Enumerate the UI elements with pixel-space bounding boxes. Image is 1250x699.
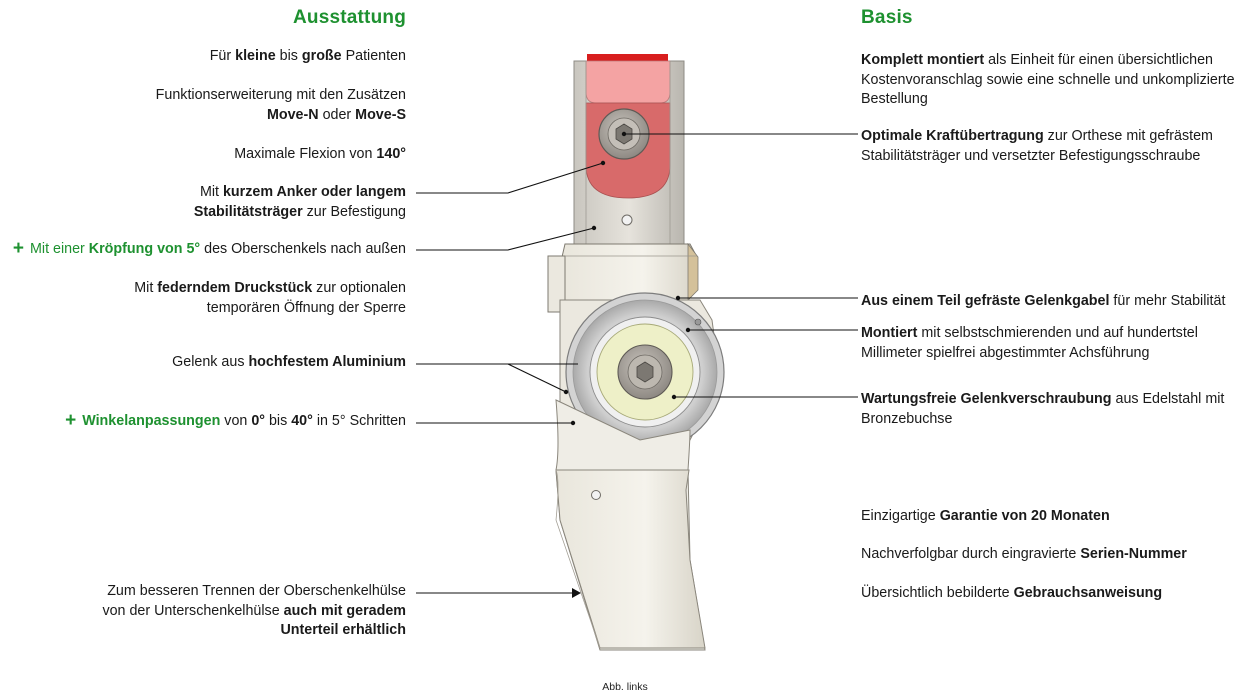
annotation-text: Einzigartige	[861, 508, 940, 524]
annotation-text: bis	[275, 48, 302, 64]
left-annotation: Gelenk aus hochfestem Aluminium	[0, 353, 406, 373]
annotation-text: mit selbstschmierenden und auf hundertst…	[917, 325, 1198, 341]
annotation-emphasis: große	[301, 48, 342, 64]
annotation-text: in 5° Schritten	[312, 413, 406, 429]
annotation-text: Mit einer	[30, 241, 89, 257]
left-annotation: Funktionserweiterung mit den Zusätzen Mo…	[0, 86, 406, 125]
annotation-emphasis: Kröpfung von 5°	[88, 241, 201, 257]
annotation-emphasis: hochfestem Aluminium	[248, 354, 406, 370]
right-annotation: Übersichtlich bebilderte Gebrauchsanweis…	[861, 584, 1241, 604]
annotation-text: als Einheit für einen übersichtlichen	[984, 52, 1213, 68]
annotation-text: Funktionserweiterung mit den Zusätzen	[155, 87, 406, 103]
right-annotation: Nachverfolgbar durch eingravierte Serien…	[861, 545, 1241, 565]
heading-basis: Basis	[861, 7, 913, 28]
hole-icon	[591, 490, 601, 500]
annotation-text: Patienten	[341, 48, 406, 64]
annotation-text: von der Unterschenkelhülse	[102, 602, 284, 619]
red-top-cap	[587, 54, 668, 62]
right-annotation: Aus einem Teil gefräste Gelenkgabel für …	[861, 292, 1241, 312]
left-annotation: Maximale Flexion von 140°	[0, 145, 406, 165]
right-annotation: Optimale Kraftübertragung zur Orthese mi…	[861, 127, 1241, 166]
annotation-text: Millimeter spielfrei abgestimmter Achsfü…	[861, 344, 1150, 361]
annotation-text: Nachverfolgbar durch eingravierte	[861, 546, 1081, 562]
right-annotation: Wartungsfreie Gelenkverschraubung aus Ed…	[861, 390, 1241, 429]
leader-lines	[416, 133, 858, 594]
annotation-emphasis: Aus einem Teil gefräste Gelenkgabel	[861, 293, 1110, 309]
annotation-text: temporären Öffnung der Sperre	[206, 299, 406, 316]
hole-icon	[621, 214, 633, 226]
annotation-text: Für	[209, 48, 236, 64]
annotation-emphasis: Move-S	[355, 106, 406, 123]
left-annotation: + Winkelanpassungen von 0° bis 40° in 5° …	[0, 410, 406, 432]
plus-icon: +	[65, 410, 77, 431]
annotation-emphasis: 140°	[376, 146, 406, 162]
figure-caption: Abb. links	[602, 681, 648, 693]
annotation-text: Bronzebuchse	[861, 410, 953, 427]
annotation-emphasis: kurzem Anker oder langem	[222, 184, 406, 200]
right-annotation: Einzigartige Garantie von 20 Monaten	[861, 507, 1241, 527]
spring-plunger	[694, 318, 702, 326]
annotation-text: Maximale Flexion von	[234, 146, 377, 162]
annotation-emphasis: federndem Druckstück	[157, 280, 313, 296]
annotation-emphasis: auch mit geradem	[283, 602, 406, 619]
heading-ausstattung: Ausstattung	[292, 7, 406, 28]
right-annotation: Komplett montiert als Einheit für einen …	[861, 51, 1241, 110]
joint-fork	[547, 242, 699, 313]
leader-dots	[563, 131, 691, 598]
left-annotation: Für kleine bis große Patienten	[0, 47, 406, 67]
annotation-emphasis: Unterteil erhältlich	[280, 622, 406, 638]
annotation-text: aus Edelstahl mit	[1111, 391, 1225, 407]
left-annotation: Zum besseren Trennen der Oberschenkelhül…	[0, 582, 406, 641]
annotation-emphasis: 40°	[291, 413, 313, 429]
annotation-emphasis: Stabilitätsträger	[193, 203, 303, 220]
annotation-text: Übersichtlich bebilderte	[861, 585, 1014, 601]
right-annotation: Montiert mit selbstschmierenden und auf …	[861, 324, 1241, 363]
annotation-text: zur Befestigung	[302, 203, 406, 220]
annotation-emphasis: Wartungsfreie Gelenkverschraubung	[861, 391, 1112, 407]
annotation-text: bis	[265, 413, 292, 429]
annotation-text: Mit	[199, 184, 223, 200]
annotation-text: Kostenvoranschlag sowie eine schnelle un…	[861, 71, 1235, 88]
annotation-text: Mit	[134, 280, 158, 296]
annotation-emphasis: Gebrauchsanweisung	[1013, 585, 1163, 601]
annotation-emphasis: Optimale Kraftübertragung	[861, 128, 1044, 144]
annotation-emphasis: Winkelanpassungen	[82, 413, 221, 429]
annotation-emphasis: Garantie von 20 Monaten	[939, 508, 1110, 524]
annotation-text: Zum besseren Trennen der Oberschenkelhül…	[107, 583, 406, 599]
annotation-text: Stabilitätsträger und versetzter Befesti…	[861, 147, 1201, 164]
annotation-emphasis: Montiert	[861, 325, 918, 341]
annotation-emphasis: Move-N	[266, 106, 319, 123]
annotation-text: des Oberschenkels nach außen	[200, 241, 406, 257]
stability-carrier	[573, 54, 685, 246]
hex-screw-icon	[636, 361, 654, 383]
annotation-emphasis: 0°	[251, 413, 265, 429]
annotation-emphasis: kleine	[235, 48, 276, 64]
annotation-emphasis: Serien-Nummer	[1080, 546, 1187, 562]
joint-disc	[559, 292, 725, 452]
annotation-text: Bestellung	[861, 91, 928, 107]
plus-icon: +	[12, 238, 24, 259]
pink-anchor	[585, 60, 671, 104]
annotation-text: zur Orthese mit gefrästem	[1043, 128, 1213, 144]
lower-bar	[555, 399, 706, 651]
annotation-emphasis: Komplett montiert	[861, 52, 985, 68]
annotation-text: von	[220, 413, 252, 429]
left-annotation: Mit federndem Druckstück zur optionalen t…	[0, 279, 406, 318]
annotation-text: Gelenk aus	[172, 354, 249, 370]
left-annotation: + Mit einer Kröpfung von 5° des Oberschen…	[0, 238, 406, 260]
annotation-text: oder	[318, 106, 356, 123]
annotation-text: zur optionalen	[312, 280, 406, 296]
annotation-text: für mehr Stabilität	[1109, 293, 1226, 309]
